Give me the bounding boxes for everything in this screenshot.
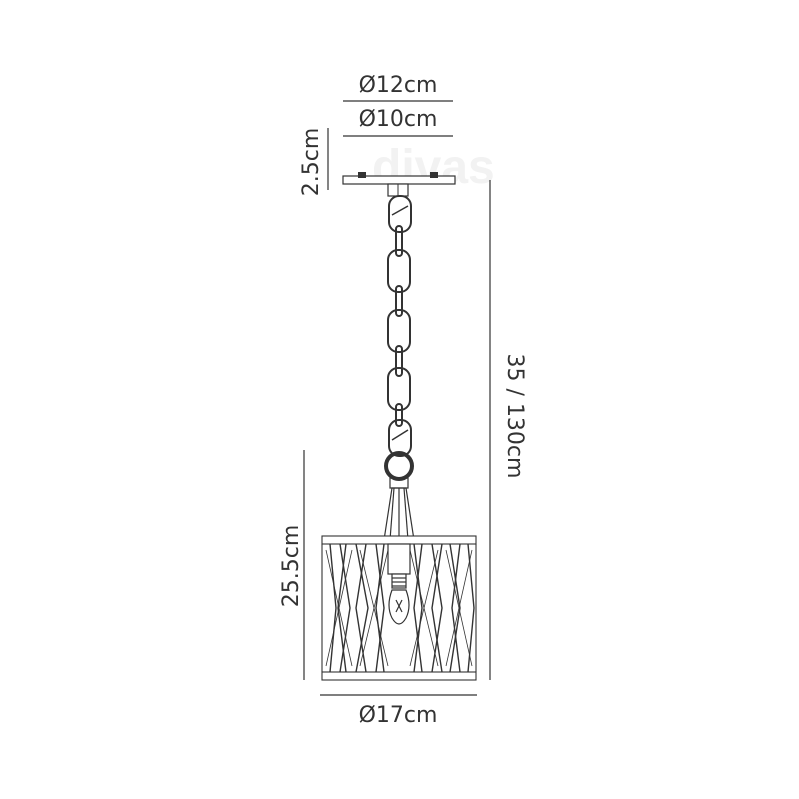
crystal-shade [321,535,477,681]
canopy-inner-diameter-label: Ø10cm [359,107,438,132]
lamp-holder-and-bulb [387,543,411,625]
shade-height-dimension: 25.5cm [279,450,305,680]
canopy-outer-diameter-dimension: Ø12cm [343,73,453,102]
ceiling-canopy [342,172,456,197]
shade-diameter-dimension: Ø17cm [320,694,477,728]
overall-height-dimension: 35 / 130cm [489,180,527,680]
lamp-neck [383,477,415,541]
shade-diameter-label: Ø17cm [359,703,438,728]
suspension-chain [384,195,414,481]
shade-height-label: 25.5cm [279,525,304,608]
canopy-height-dimension: 2.5cm [299,128,329,197]
canopy-height-label: 2.5cm [299,128,324,197]
overall-height-label: 35 / 130cm [502,354,527,479]
canopy-inner-diameter-dimension: Ø10cm [343,107,453,137]
canopy-outer-diameter-label: Ø12cm [359,73,438,98]
